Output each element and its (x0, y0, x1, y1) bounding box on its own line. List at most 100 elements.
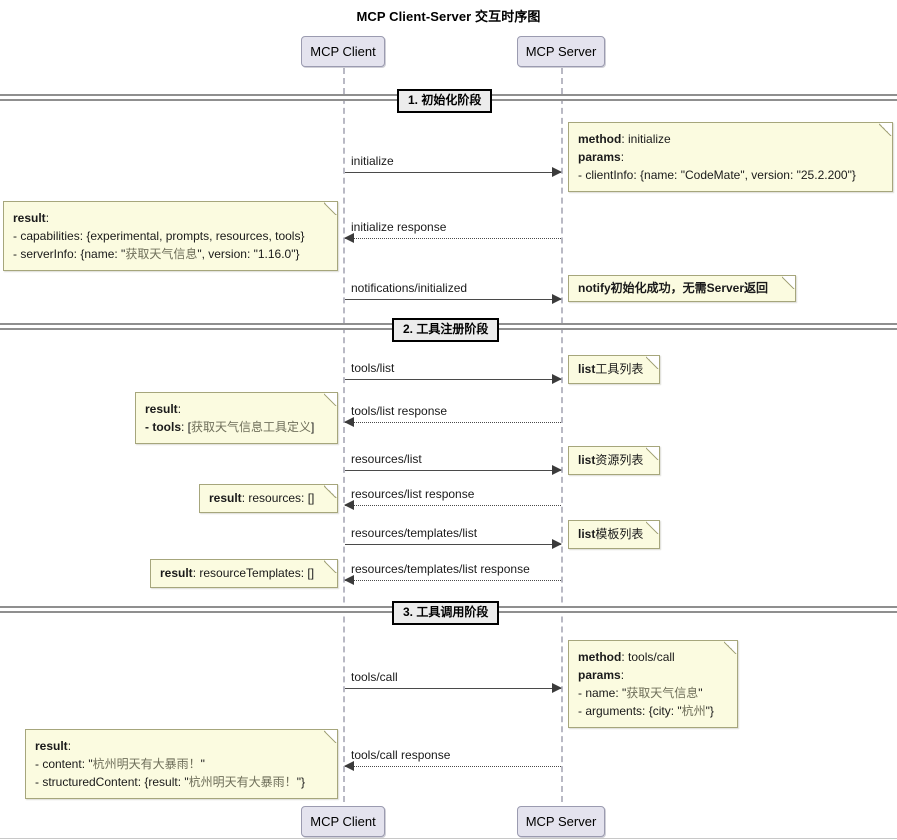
message-label: resources/templates/list response (351, 562, 530, 576)
note-value: - content: " (35, 757, 93, 771)
note-line: params: (578, 148, 882, 166)
note-key: method (578, 132, 622, 146)
note-key: list (578, 453, 596, 467)
note-line: method: initialize (578, 130, 882, 148)
arrowhead-left-icon (344, 575, 354, 585)
note-value: " (200, 757, 205, 771)
note-initialize-request: method: initialize params: - clientInfo:… (568, 122, 893, 192)
note-tools-list-result: result: - tools: [获取天气信息工具定义] (135, 392, 338, 444)
note-fold-icon (782, 276, 795, 289)
message-label: tools/list response (351, 404, 448, 418)
message-label: resources/list (351, 452, 422, 466)
message-line (345, 688, 561, 689)
note-value: : (620, 668, 625, 682)
note-value-cn: 杭州 (681, 704, 706, 718)
arrowhead-left-icon (344, 761, 354, 771)
note-key: result (13, 211, 46, 225)
note-line: params: (578, 666, 727, 684)
note-tools-call-result: result: - content: "杭州明天有大暴雨！" - structu… (25, 729, 338, 799)
message-label: resources/templates/list (351, 526, 478, 540)
actor-server-bottom[interactable]: MCP Server (517, 806, 605, 837)
note-fold-icon (879, 123, 892, 136)
phase-label-3: 3. 工具调用阶段 (392, 601, 500, 625)
message-line (345, 379, 561, 380)
note-templates-list-result: result: resourceTemplates: [] (150, 559, 338, 588)
note-initialize-result: result: - capabilities: {experimental, p… (3, 201, 338, 271)
note-fold-icon (646, 521, 659, 534)
arrowhead-right-icon (552, 294, 562, 304)
message-label: tools/list (351, 361, 395, 375)
note-value-cn: 获取天气信息 (626, 686, 699, 700)
note-line: result: (145, 400, 327, 418)
note-key: result (35, 739, 68, 753)
message-line (345, 172, 561, 173)
arrowhead-right-icon (552, 683, 562, 693)
note-key: result (160, 566, 193, 580)
note-key: result (209, 491, 242, 505)
note-value: : (177, 402, 182, 416)
note-resources-list: list资源列表 (568, 446, 660, 475)
note-key: result (145, 402, 178, 416)
arrowhead-right-icon (552, 465, 562, 475)
message-line (345, 238, 561, 239)
message-label: tools/call response (351, 748, 451, 762)
lifeline-client (343, 68, 345, 802)
note-line: list工具列表 (578, 361, 643, 378)
message-line (345, 505, 561, 506)
arrowhead-left-icon (344, 233, 354, 243)
note-tools-list: list工具列表 (568, 355, 660, 384)
note-value: : resources: [] (241, 491, 315, 505)
note-line: result: (35, 737, 327, 755)
actor-server-top[interactable]: MCP Server (517, 36, 605, 67)
note-key: method (578, 650, 622, 664)
arrowhead-right-icon (552, 167, 562, 177)
note-fold-icon (646, 356, 659, 369)
note-value: ", version: "1.16.0"} (197, 247, 300, 261)
message-line (345, 766, 561, 767)
note-fold-icon (324, 560, 337, 573)
note-fold-icon (324, 202, 337, 215)
note-value-cn: 杭州明天有大暴雨！ (92, 757, 201, 771)
message-line (345, 422, 561, 423)
note-fold-icon (724, 641, 737, 654)
note-value: 模板列表 (595, 527, 644, 541)
note-line: result: resources: [] (209, 490, 321, 507)
note-line: notify初始化成功，无需Server返回 (578, 280, 781, 297)
note-value: 资源列表 (595, 453, 644, 467)
note-fold-icon (324, 730, 337, 743)
note-text: notify初始化成功，无需Server返回 (578, 281, 769, 295)
note-line: - serverInfo: {name: "获取天气信息", version: … (13, 245, 327, 263)
note-key: params (578, 668, 621, 682)
note-line: - structuredContent: {result: "杭州明天有大暴雨！… (35, 773, 327, 791)
note-line: - clientInfo: {name: "CodeMate", version… (578, 168, 856, 182)
note-line: - tools: [获取天气信息工具定义] (145, 418, 327, 436)
note-value: 工具列表 (595, 362, 644, 376)
message-label: initialize (351, 154, 394, 168)
arrowhead-right-icon (552, 374, 562, 384)
note-line: result: resourceTemplates: [] (160, 565, 321, 582)
note-value: : initialize (621, 132, 671, 146)
note-value: ] (311, 420, 315, 434)
note-line: list模板列表 (578, 526, 643, 543)
phase-label-1: 1. 初始化阶段 (397, 89, 493, 113)
note-tools-call-request: method: tools/call params: - name: "获取天气… (568, 640, 738, 728)
message-line (345, 470, 561, 471)
actor-client-bottom[interactable]: MCP Client (301, 806, 385, 837)
note-value: "} (705, 704, 714, 718)
note-key: params (578, 150, 621, 164)
note-line: - content: "杭州明天有大暴雨！" (35, 755, 327, 773)
note-resources-list-result: result: resources: [] (199, 484, 338, 513)
note-key: - tools (145, 420, 181, 434)
message-line (345, 299, 561, 300)
note-value-cn: 杭州明天有大暴雨！ (188, 775, 297, 789)
note-key: list (578, 527, 596, 541)
note-value: : tools/call (621, 650, 675, 664)
note-fold-icon (324, 485, 337, 498)
actor-client-top[interactable]: MCP Client (301, 36, 385, 67)
note-value-cn: 获取天气信息工具定义 (191, 420, 312, 434)
note-value: - arguments: {city: " (578, 704, 682, 718)
note-fold-icon (646, 447, 659, 460)
message-line (345, 580, 561, 581)
bottom-divider (0, 838, 897, 839)
